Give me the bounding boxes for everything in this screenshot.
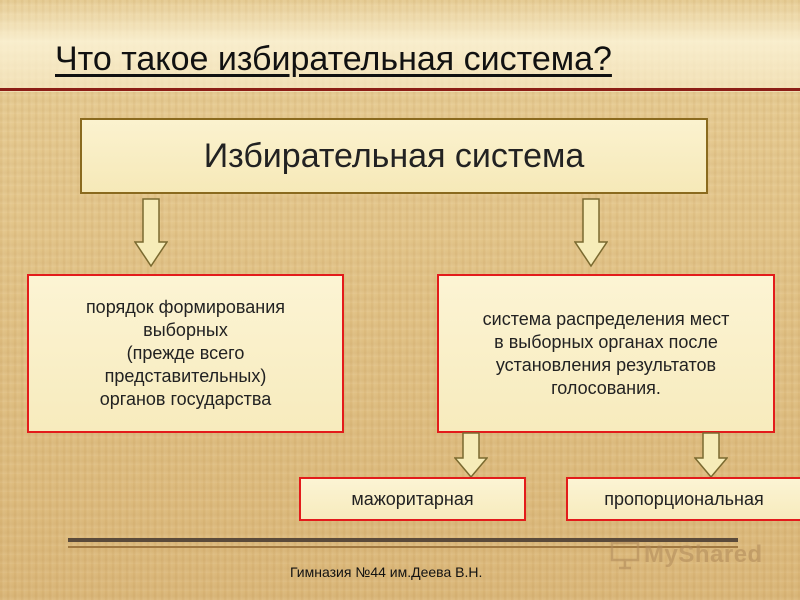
system-type-proportional: пропорциональная <box>566 477 800 521</box>
presentation-board-icon <box>610 541 640 570</box>
main-concept-label: Избирательная система <box>203 136 585 175</box>
definition-formation-text: порядок формирования выборных (прежде вс… <box>85 297 286 409</box>
system-type-majoritarian: мажоритарная <box>299 477 526 521</box>
definition-box-formation: порядок формирования выборных (прежде вс… <box>27 274 344 433</box>
footer-rule-light <box>68 546 738 548</box>
arrow-down-left-icon <box>134 198 168 268</box>
footer-rule-dark <box>68 538 738 542</box>
arrow-down-right-icon <box>574 198 608 268</box>
watermark: MyShared <box>610 540 763 570</box>
slide-title: Что такое избирательная система? <box>55 40 612 78</box>
watermark-label: MyShared <box>644 541 763 568</box>
definition-box-distribution: система распределения мест в выборных ор… <box>437 274 775 433</box>
title-underline-rule <box>0 88 800 91</box>
main-concept-box: Избирательная система <box>80 118 708 194</box>
definition-distribution-text: система распределения мест в выборных ор… <box>482 308 730 398</box>
arrow-down-majoritarian-icon <box>454 432 488 478</box>
arrow-down-proportional-icon <box>694 432 728 478</box>
proportional-label: пропорциональная <box>604 488 764 509</box>
footer-credit: Гимназия №44 им.Деева В.Н. <box>290 564 483 580</box>
majoritarian-label: мажоритарная <box>351 488 474 509</box>
title-band <box>0 0 800 92</box>
